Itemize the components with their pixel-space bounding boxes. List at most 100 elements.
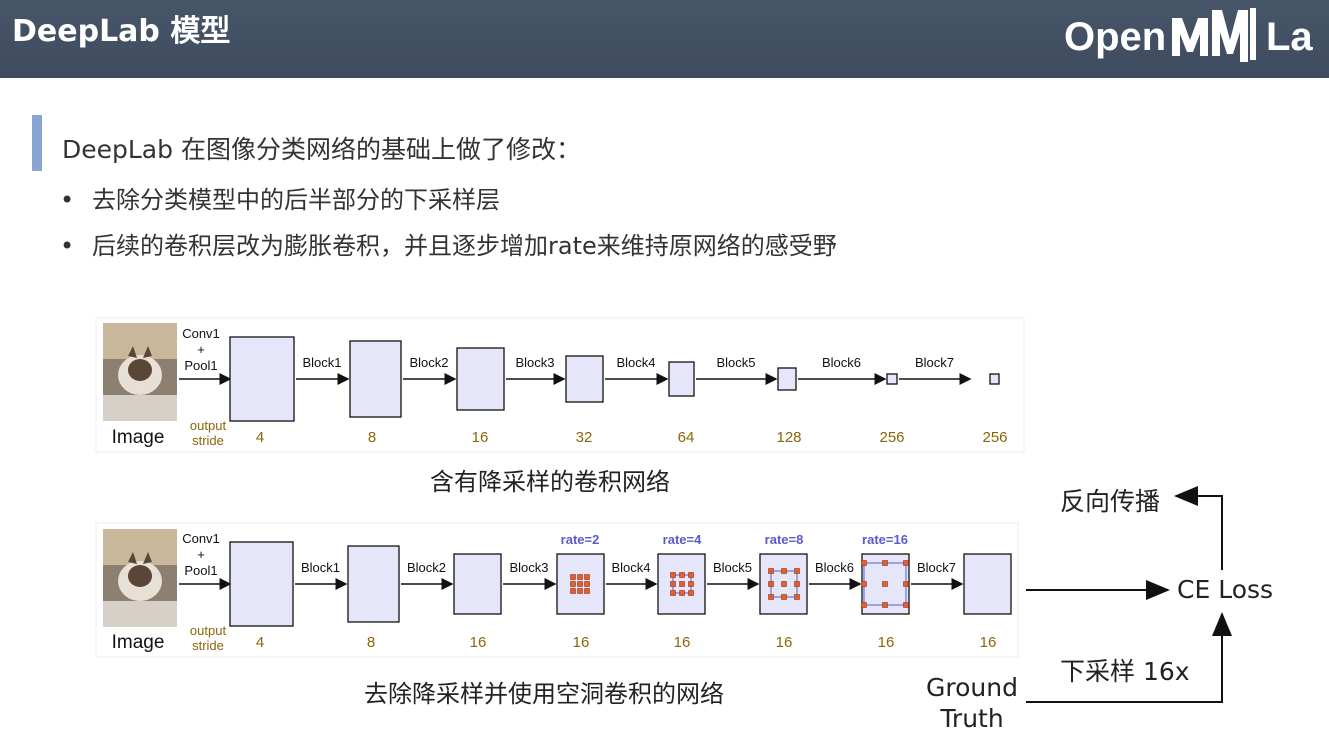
dilation-point xyxy=(882,560,888,566)
ground-truth-label: Ground Truth xyxy=(926,673,1018,731)
rate-label: rate=2 xyxy=(561,532,600,547)
stride-value: 64 xyxy=(678,429,695,446)
svg-text:Open: Open xyxy=(1064,15,1166,59)
block-label: Block5 xyxy=(716,355,755,370)
backprop-arrow xyxy=(1174,486,1223,570)
stride-value: 16 xyxy=(980,634,997,651)
dilation-point xyxy=(570,581,576,587)
dilation-point xyxy=(768,594,774,600)
conv-pool-label: Pool1 xyxy=(184,358,217,373)
block-label: Block3 xyxy=(515,355,554,370)
cat-image-bottom xyxy=(103,529,177,627)
dilation-point xyxy=(670,572,676,578)
block-label: Block6 xyxy=(815,560,854,575)
block-label: Block5 xyxy=(713,560,752,575)
intro-text: DeepLab 在图像分类网络的基础上做了修改： xyxy=(62,135,581,164)
block-label: Block3 xyxy=(509,560,548,575)
feature-map xyxy=(886,373,898,385)
svg-text:La: La xyxy=(1266,15,1313,59)
dilation-point xyxy=(903,560,909,566)
block-label: Block7 xyxy=(915,355,954,370)
ground-truth-arrow xyxy=(1026,612,1232,703)
title-bar: DeepLab 模型 Open La xyxy=(0,0,1329,78)
stride-value: 16 xyxy=(776,634,793,651)
stride-value: 16 xyxy=(573,634,590,651)
output-stride-label: output xyxy=(190,418,227,433)
feature-map xyxy=(229,541,294,627)
stride-value: 4 xyxy=(256,429,264,446)
block-label: Block4 xyxy=(616,355,655,370)
dilation-point xyxy=(688,572,694,578)
dilation-point xyxy=(570,574,576,580)
block-label: Block1 xyxy=(301,560,340,575)
bullet-item: •去除分类模型中的后半部分的下采样层 xyxy=(60,186,500,214)
dilation-point xyxy=(679,581,685,587)
block-label: Block1 xyxy=(302,355,341,370)
output-stride-label: stride xyxy=(192,638,224,653)
accent-bar xyxy=(32,115,42,171)
feature-map xyxy=(349,340,402,418)
conv-pool-label: + xyxy=(197,547,205,562)
dilation-point xyxy=(584,581,590,587)
conv-pool-label: Conv1 xyxy=(182,326,220,341)
dilation-point xyxy=(577,574,583,580)
stride-value: 256 xyxy=(982,429,1007,446)
feature-map xyxy=(963,553,1012,615)
stride-value: 256 xyxy=(879,429,904,446)
dilation-point xyxy=(781,594,787,600)
rate-label: rate=4 xyxy=(663,532,702,547)
dilation-point xyxy=(679,590,685,596)
feature-map xyxy=(989,373,1000,385)
dilation-point xyxy=(794,594,800,600)
feature-map xyxy=(456,347,505,411)
dilation-point xyxy=(577,581,583,587)
bullet-text: 后续的卷积层改为膨胀卷积，并且逐步增加rate来维持原网络的感受野 xyxy=(92,232,837,260)
stride-value: 16 xyxy=(878,634,895,651)
downsample-label: 下采样 16x xyxy=(1060,657,1190,686)
block-label: Block7 xyxy=(917,560,956,575)
dilation-point xyxy=(903,581,909,587)
dilation-point xyxy=(688,581,694,587)
dilation-point xyxy=(670,581,676,587)
dilation-point xyxy=(861,602,867,608)
stride-value: 16 xyxy=(470,634,487,651)
dilation-point xyxy=(794,581,800,587)
stride-value: 8 xyxy=(367,634,375,651)
feature-map xyxy=(347,545,400,623)
conv-pool-label: + xyxy=(197,342,205,357)
stride-value: 16 xyxy=(472,429,489,446)
block-label: Block2 xyxy=(407,560,446,575)
backprop-label: 反向传播 xyxy=(1060,487,1161,516)
dilation-point xyxy=(781,568,787,574)
conv-pool-label: Pool1 xyxy=(184,563,217,578)
feature-map xyxy=(229,336,295,422)
rate-label: rate=8 xyxy=(765,532,804,547)
image-label: Image xyxy=(112,632,165,653)
feature-map xyxy=(777,367,797,391)
dilation-point xyxy=(903,602,909,608)
dilation-point xyxy=(688,590,694,596)
output-stride-label: stride xyxy=(192,433,224,448)
dilation-point xyxy=(768,581,774,587)
dilation-point xyxy=(584,574,590,580)
bullet-item: •后续的卷积层改为膨胀卷积，并且逐步增加rate来维持原网络的感受野 xyxy=(60,232,837,260)
block-label: Block2 xyxy=(409,355,448,370)
conv-pool-label: Conv1 xyxy=(182,531,220,546)
image-label: Image xyxy=(112,427,165,448)
dilation-point xyxy=(781,581,787,587)
top-diagram-caption: 含有降采样的卷积网络 xyxy=(430,468,670,496)
output-stride-label: output xyxy=(190,623,227,638)
dilation-point xyxy=(861,560,867,566)
openmmlab-logo: Open La xyxy=(1064,8,1313,62)
stride-value: 32 xyxy=(576,429,593,446)
dilation-point xyxy=(794,568,800,574)
dilation-point xyxy=(882,581,888,587)
rate-label: rate=16 xyxy=(862,532,908,547)
feature-map xyxy=(565,355,604,403)
dilation-point xyxy=(584,588,590,594)
feature-map xyxy=(453,553,502,615)
dilation-point xyxy=(670,590,676,596)
